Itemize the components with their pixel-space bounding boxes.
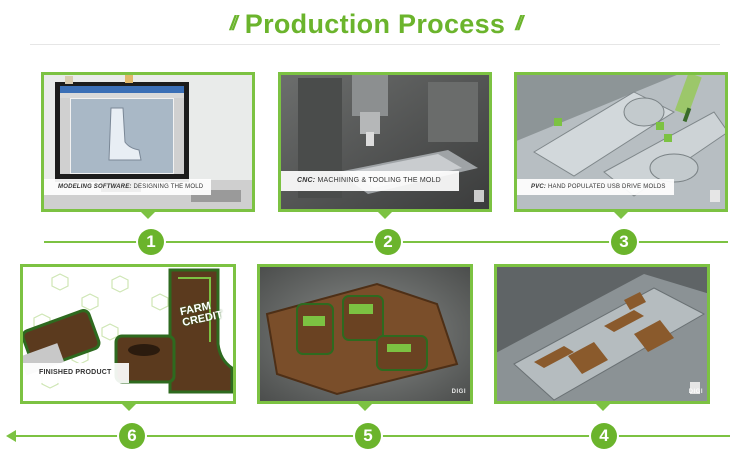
step-5-panel: DIGI bbox=[257, 264, 473, 404]
step-1-image bbox=[44, 75, 252, 209]
page-title: Production Process bbox=[244, 8, 506, 39]
step-5-pointer bbox=[358, 404, 372, 411]
step-5-number: 5 bbox=[355, 423, 381, 449]
step-4-pointer bbox=[596, 404, 610, 411]
step-6-caption-bold: FINISHED PRODUCT bbox=[39, 369, 112, 376]
step-3-caption: PVC: HAND POPULATED USB DRIVE MOLDS bbox=[517, 179, 674, 195]
step-2-caption-text: MACHINING & TOOLING THE MOLD bbox=[315, 177, 441, 184]
step-2-panel: CNC: MACHINING & TOOLING THE MOLD bbox=[278, 72, 492, 212]
step-1-caption-text: DESIGNING THE MOLD bbox=[131, 184, 204, 190]
step-6-pointer bbox=[122, 404, 136, 411]
title-divider bbox=[30, 44, 720, 45]
step-1-caption: MODELING SOFTWARE: DESIGNING THE MOLD bbox=[44, 179, 212, 195]
step-4-number: 4 bbox=[591, 423, 617, 449]
step-2-caption: CNC: MACHINING & TOOLING THE MOLD bbox=[281, 171, 459, 191]
arrow-left-icon bbox=[6, 430, 16, 442]
step-5-image bbox=[260, 267, 470, 401]
step-3-panel: PVC: HAND POPULATED USB DRIVE MOLDS bbox=[514, 72, 728, 212]
step-4-panel: DIGI bbox=[494, 264, 710, 404]
step-2-pointer bbox=[378, 212, 392, 219]
step-6-panel: FARM CREDIT FINISHED PRODUCT bbox=[20, 264, 236, 404]
step-1-number: 1 bbox=[138, 229, 164, 255]
step-6-caption: FINISHED PRODUCT bbox=[23, 363, 130, 383]
step-3-caption-text: HAND POPULATED USB DRIVE MOLDS bbox=[546, 184, 666, 190]
step-6-number: 6 bbox=[119, 423, 145, 449]
step-2-number: 2 bbox=[375, 229, 401, 255]
step-3-pointer bbox=[614, 212, 628, 219]
step-2-image bbox=[281, 75, 489, 209]
title-decoration-left: // bbox=[229, 12, 238, 35]
step-5-watermark: DIGI bbox=[451, 389, 466, 395]
step-1-panel: MODELING SOFTWARE: DESIGNING THE MOLD bbox=[41, 72, 255, 212]
step-4-image bbox=[497, 267, 707, 401]
step-4-watermark: DIGI bbox=[688, 389, 703, 395]
page-header: // Production Process // bbox=[0, 4, 750, 44]
step-3-number: 3 bbox=[611, 229, 637, 255]
title-decoration-right: // bbox=[515, 12, 523, 35]
step-1-pointer bbox=[141, 212, 155, 219]
step-6-image bbox=[23, 267, 233, 401]
step-1-caption-bold: MODELING SOFTWARE: bbox=[58, 184, 132, 190]
step-3-caption-bold: PVC: bbox=[531, 184, 547, 190]
step-2-caption-bold: CNC: bbox=[297, 177, 316, 184]
